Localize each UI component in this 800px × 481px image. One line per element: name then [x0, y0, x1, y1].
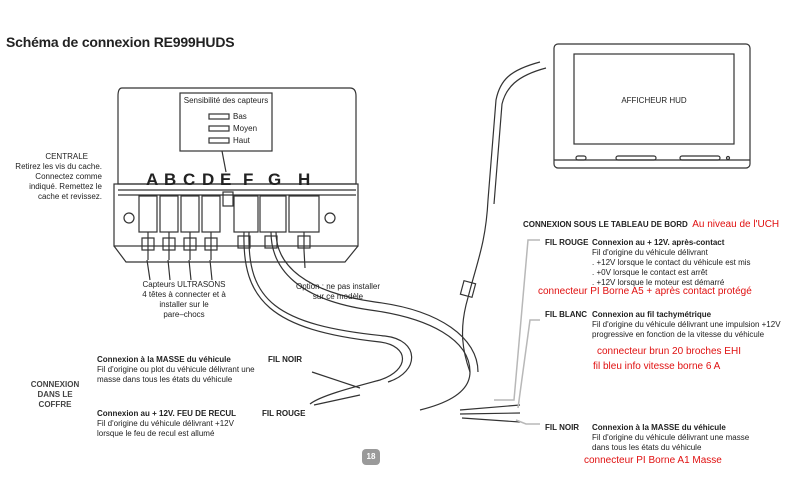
dash-red-line-3: . +0V lorsque le contact est arrêt	[592, 268, 708, 277]
dash-red-line-1: Fil d'origine du véhicule délivrant	[592, 248, 708, 257]
dash-white-block: Connexion au fil tachymétrique Fil d'ori…	[592, 310, 781, 340]
dashboard-heading-row: CONNEXION SOUS LE TABLEAU DE BORD Au niv…	[523, 214, 779, 232]
dash-black-label: FIL NOIR	[545, 423, 580, 432]
letter-f: F	[243, 170, 254, 189]
dashboard-heading-note: Au niveau de l'UCH	[692, 219, 780, 230]
sensors-note-2: 4 têtes à connecter et à	[142, 290, 226, 299]
central-note: CENTRALE Retirez les vis du cache. Conne…	[10, 152, 102, 202]
control-unit-lower	[113, 183, 359, 247]
trunk-mass-block: Connexion à la MASSE du véhicule Fil d'o…	[97, 355, 255, 385]
trunk-label-1: CONNEXION	[30, 380, 80, 389]
sensitivity-low: Bas	[233, 112, 247, 121]
central-line-2: Connectez comme	[35, 172, 102, 181]
dashboard-heading: CONNEXION SOUS LE TABLEAU DE BORD	[523, 220, 688, 229]
screw-right	[324, 212, 336, 224]
sensors-note-1: Capteurs ULTRASONS	[142, 280, 226, 289]
port-h	[288, 195, 320, 233]
central-heading: CENTRALE	[45, 152, 88, 161]
port-e	[222, 191, 234, 207]
dash-black-line-1: Fil d'origine du véhicule délivrant une …	[592, 433, 750, 442]
central-line-4: cache et revissez.	[37, 192, 102, 201]
letter-a: A	[146, 170, 159, 189]
trunk-label-2: DANS LE	[37, 390, 73, 399]
hud-label: AFFICHEUR HUD	[621, 96, 687, 105]
sensitivity-panel	[179, 92, 273, 152]
option-note-2: sur ce modèle	[312, 292, 364, 301]
trunk-reverse-block: Connexion au + 12V. FEU DE RECUL Fil d'o…	[97, 409, 236, 439]
port-d	[201, 195, 221, 233]
trunk-reverse-line-1: Fil d'origine du véhicule délivrant +12V	[97, 419, 234, 428]
letter-g: G	[268, 170, 282, 189]
sensitivity-heading: Sensibilité des capteurs	[183, 96, 269, 105]
letter-e: E	[220, 170, 232, 189]
dash-white-line-2: progressive en fonction de la vitesse du…	[592, 330, 765, 339]
dash-white-label: FIL BLANC	[545, 310, 588, 319]
hud-display-screen	[573, 53, 735, 145]
sensitivity-medium: Moyen	[233, 124, 258, 133]
trunk-reverse-title: Connexion au + 12V. FEU DE RECUL	[97, 409, 237, 418]
trunk-reverse-line-2: lorsque le feu de recul est allumé	[97, 429, 215, 438]
option-note: Option : ne pas installer sur ce modèle	[286, 282, 390, 302]
dash-white-title: Connexion au fil tachymétrique	[592, 310, 712, 319]
dash-red-label: FIL ROUGE	[545, 238, 589, 247]
dash-red-title: Connexion au + 12V. après-contact	[592, 238, 725, 247]
sensors-note-3: installer sur le	[159, 300, 209, 309]
trunk-wire-black: FIL NOIR	[268, 355, 303, 364]
dash-red-block: Connexion au + 12V. après-contact Fil d'…	[592, 238, 751, 288]
sensors-note: Capteurs ULTRASONS 4 têtes à connecter e…	[128, 280, 240, 320]
trunk-wire-red: FIL ROUGE	[262, 409, 306, 418]
dash-white-note-1: connecteur brun 20 broches EHI	[597, 346, 741, 357]
option-note-1: Option : ne pas installer	[295, 282, 381, 291]
screw-left	[123, 212, 135, 224]
sensors-note-4: pare–chocs	[163, 310, 205, 319]
letter-d: D	[202, 170, 215, 189]
port-b	[159, 195, 179, 233]
port-a	[138, 195, 158, 233]
page-title: Schéma de connexion RE999HUDS	[6, 34, 235, 50]
trunk-label: CONNEXION DANS LE COFFRE	[24, 380, 86, 410]
port-g	[259, 195, 287, 233]
dash-black-line-2: dans tous les états du véhicule	[592, 443, 702, 452]
sensitivity-high: Haut	[233, 136, 250, 145]
dash-black-block: Connexion à la MASSE du véhicule Fil d'o…	[592, 423, 749, 453]
port-f	[233, 195, 259, 233]
dash-red-note: connecteur PI Borne A5 + après contact p…	[538, 286, 752, 297]
central-line-3: indiqué. Remettez le	[29, 182, 102, 191]
letter-b: B	[164, 170, 177, 189]
trunk-mass-title: Connexion à la MASSE du véhicule	[97, 355, 231, 364]
dash-black-title: Connexion à la MASSE du véhicule	[592, 423, 726, 432]
hud-display-outer	[553, 43, 751, 169]
page-number: 18	[362, 449, 380, 465]
dash-red-line-2: . +12V lorsque le contact du véhicule es…	[592, 258, 751, 267]
letter-h: H	[298, 170, 311, 189]
central-line-1: Retirez les vis du cache.	[15, 162, 102, 171]
trunk-label-3: COFFRE	[38, 400, 72, 409]
trunk-mass-line-1: Fil d'origine ou plot du véhicule délivr…	[97, 365, 255, 374]
dash-white-note-2: fil bleu info vitesse borne 6 A	[593, 361, 721, 372]
trunk-mass-line-2: masse dans tous les états du véhicule	[97, 375, 233, 384]
dash-black-note: connecteur PI Borne A1 Masse	[584, 455, 722, 466]
dash-red-line-4: . +12V lorsque le moteur est démarré	[592, 278, 725, 287]
dash-white-line-1: Fil d'origine du véhicule délivrant une …	[592, 320, 781, 329]
port-c	[180, 195, 200, 233]
letter-c: C	[183, 170, 196, 189]
